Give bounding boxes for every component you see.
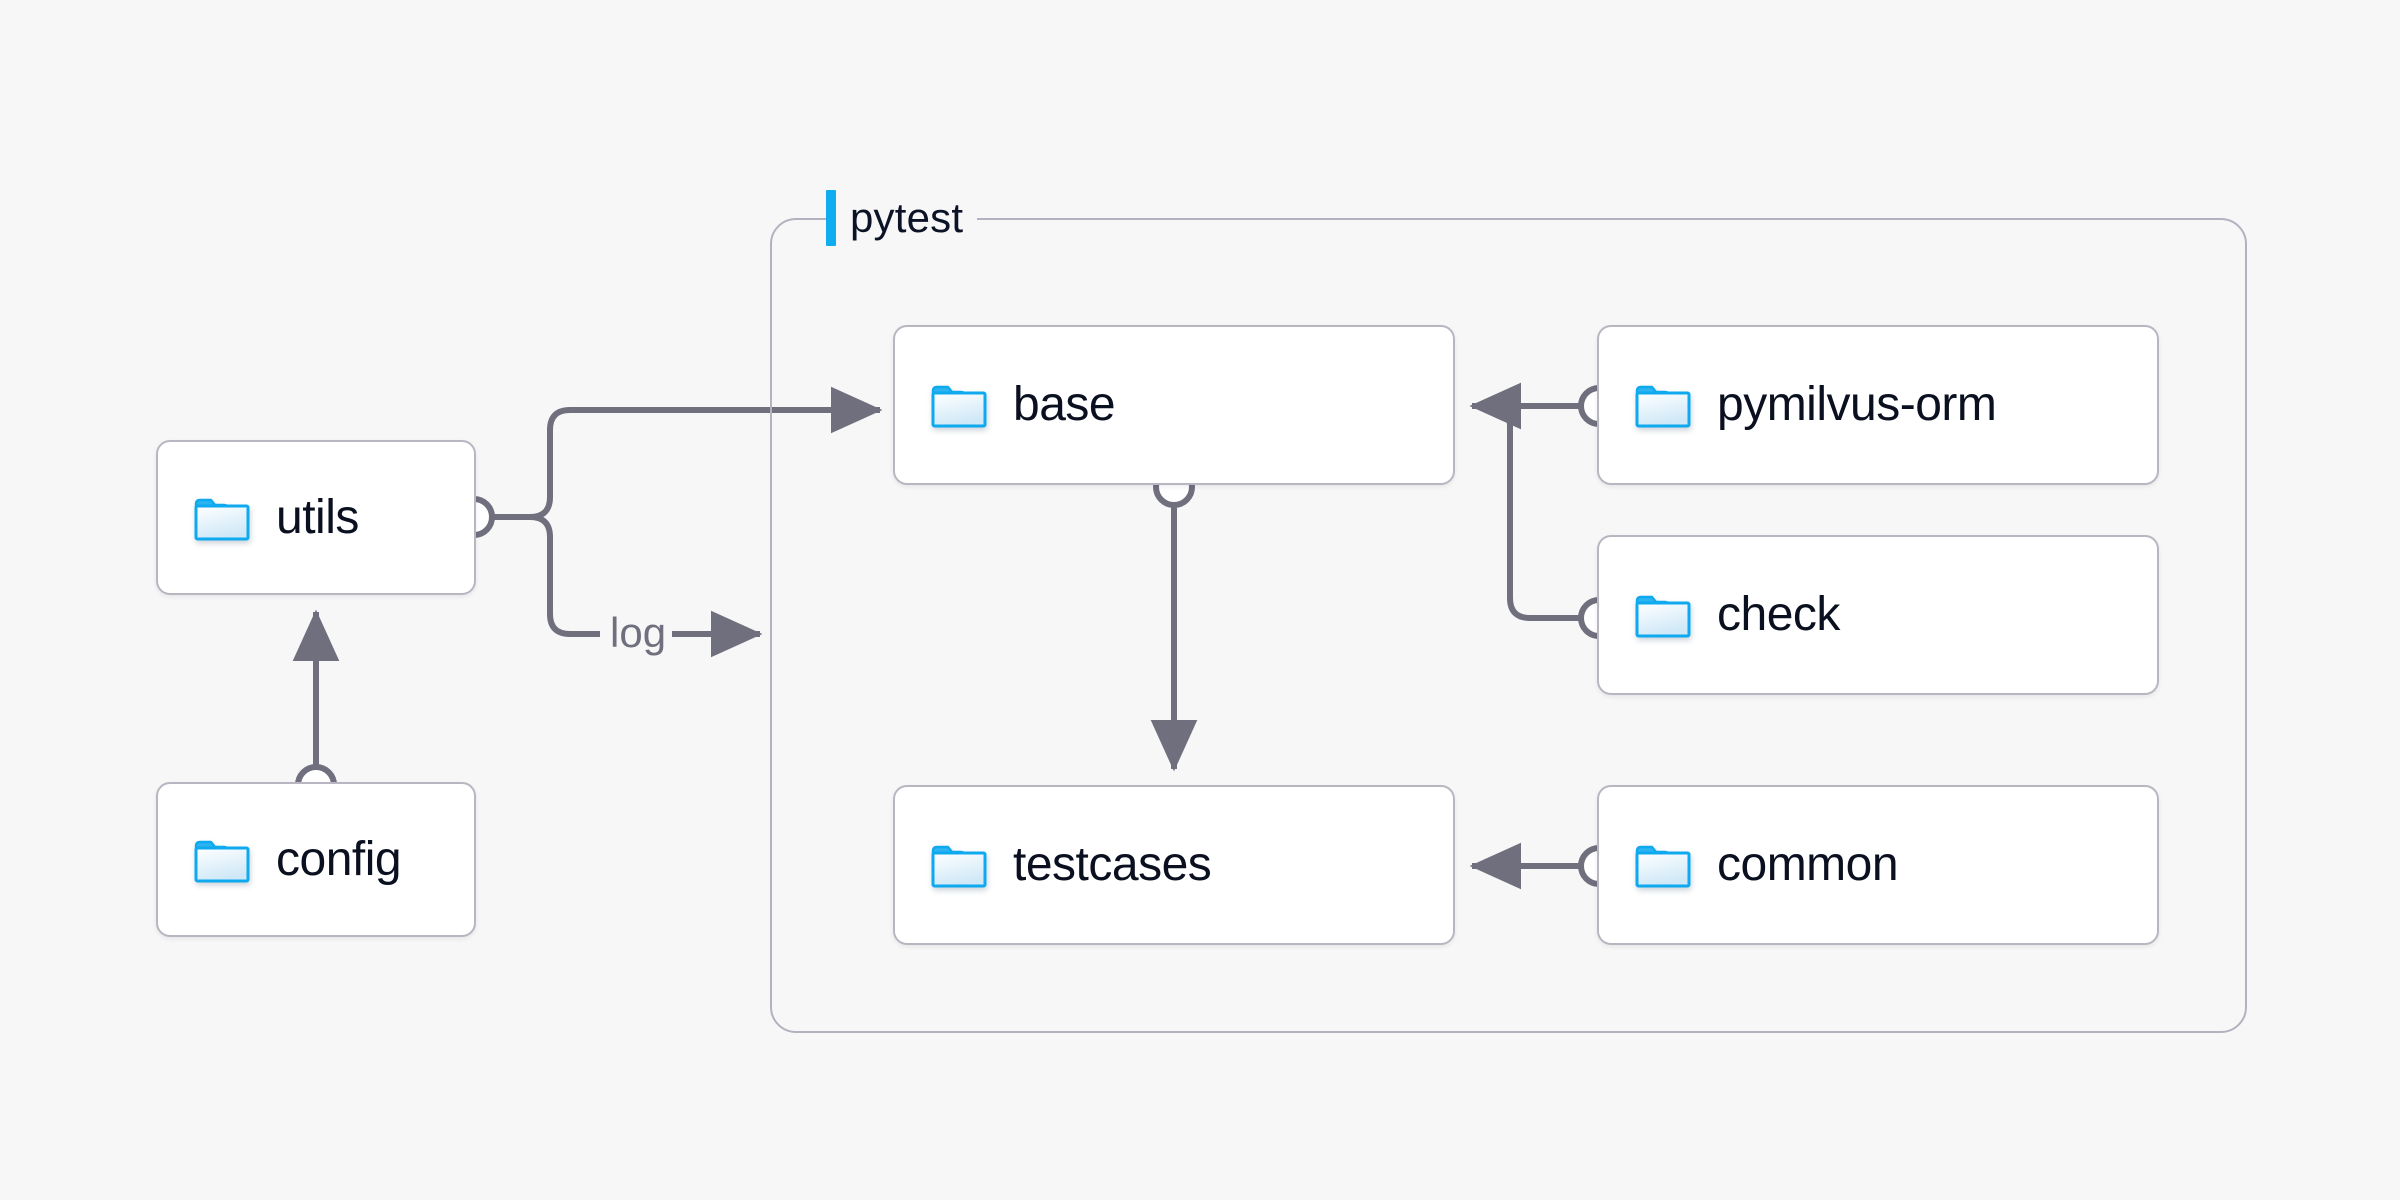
node-testcases-label: testcases <box>1013 838 1212 891</box>
folder-icon <box>931 845 987 888</box>
node-config[interactable]: config <box>156 782 476 937</box>
folder-icon <box>194 840 250 882</box>
edge-utils-to-log <box>492 514 600 637</box>
node-check[interactable]: check <box>1597 535 2159 695</box>
node-utils-label: utils <box>276 490 359 544</box>
node-base[interactable]: base <box>893 325 1455 485</box>
node-base-label: base <box>1013 378 1116 431</box>
node-pymilvus-orm-label: pymilvus-orm <box>1717 378 1997 431</box>
folder-icon <box>931 385 987 428</box>
edge-label-log: log <box>604 612 673 654</box>
folder-icon <box>1635 845 1691 888</box>
group-pytest-label: pytest <box>826 190 978 246</box>
node-utils[interactable]: utils <box>156 440 476 595</box>
folder-icon <box>1635 385 1691 428</box>
group-accent-bar <box>826 190 836 246</box>
folder-icon <box>194 498 250 540</box>
node-testcases[interactable]: testcases <box>893 785 1455 945</box>
node-pymilvus-orm[interactable]: pymilvus-orm <box>1597 325 2159 485</box>
node-common-label: common <box>1717 838 1899 891</box>
node-config-label: config <box>276 832 402 886</box>
group-pytest[interactable] <box>770 218 2247 1033</box>
folder-icon <box>1635 595 1691 638</box>
node-check-label: check <box>1717 588 1840 641</box>
node-common[interactable]: common <box>1597 785 2159 945</box>
group-pytest-label-text: pytest <box>850 194 964 241</box>
